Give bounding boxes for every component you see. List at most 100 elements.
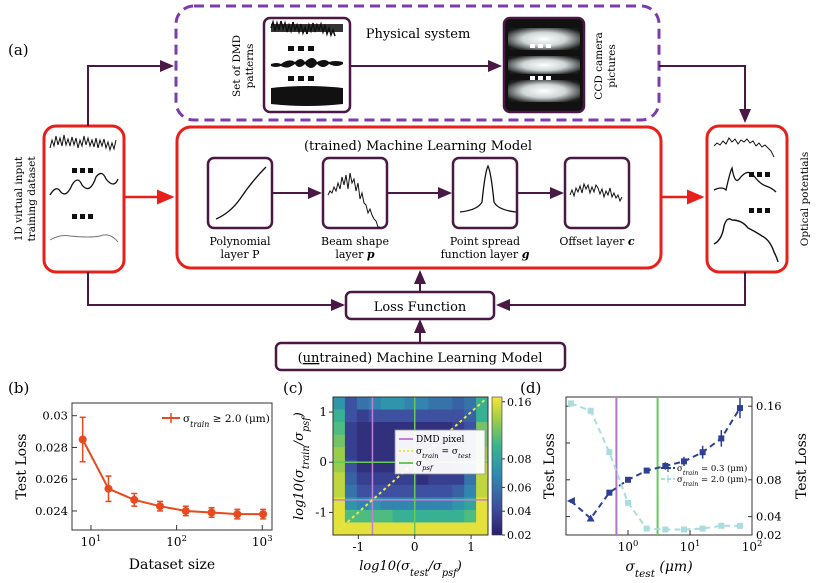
heatmap-cell xyxy=(452,409,465,423)
x-tick-label-c: 0 xyxy=(411,540,419,554)
loss-function-label: Loss Function xyxy=(374,300,467,315)
heatmap-cell xyxy=(476,472,489,486)
heatmap-cell xyxy=(392,409,406,423)
heatmap-cell xyxy=(380,497,394,511)
heatmap-cell xyxy=(404,522,417,536)
data-point-d xyxy=(606,489,613,496)
x-axis-label-d: σtest (μm) xyxy=(625,559,692,580)
heatmap-cell xyxy=(404,409,417,423)
data-point-d xyxy=(625,476,631,483)
heatmap-cell xyxy=(356,397,370,411)
psf-layer xyxy=(451,156,519,230)
heatmap-cell xyxy=(344,422,358,436)
heatmap-cell xyxy=(380,434,394,448)
heatmap-cell xyxy=(428,497,441,511)
heatmap-cell xyxy=(452,397,465,411)
heatmap-cell xyxy=(368,447,382,461)
layer-beam-line1: Beam shape xyxy=(321,235,389,248)
heatmap-cell xyxy=(368,522,382,536)
output-ellipsis-2 xyxy=(749,208,770,213)
heatmap-cell xyxy=(356,522,370,536)
heatmap-cell xyxy=(476,409,489,423)
heatmap-cell xyxy=(416,509,429,523)
heatmap-cell xyxy=(380,447,394,461)
layer-psf-line1: Point spread xyxy=(450,235,520,248)
dmd-patterns-thumbnail xyxy=(262,16,352,114)
series-line-b xyxy=(81,439,264,516)
heatmap-cell xyxy=(333,409,346,423)
heatmap-cell xyxy=(344,459,358,473)
heatmap-cell xyxy=(440,484,453,498)
heatmap-cell xyxy=(344,434,358,448)
heatmap-cell xyxy=(464,509,477,523)
heatmap-cell xyxy=(344,497,358,511)
heatmap-cell xyxy=(428,484,441,498)
heatmap-cell xyxy=(356,422,370,436)
heatmap-cell xyxy=(404,509,417,523)
y-tick-label-b: 0.024 xyxy=(35,504,68,518)
data-point-d xyxy=(643,467,650,474)
heatmap-cell xyxy=(356,434,370,448)
heatmap-cell xyxy=(464,522,477,536)
heatmap-cell xyxy=(380,472,394,486)
panel-label-d: (d) xyxy=(520,379,541,397)
arrow-physical-to-output xyxy=(659,65,751,123)
legend-label-b: σtrain ≥ 2.0 (μm) xyxy=(183,413,270,429)
data-point-b xyxy=(78,435,87,444)
legend-label-c: σpsf xyxy=(416,459,434,472)
plot-frame-c xyxy=(332,396,489,536)
y-tick-label-b: 0.028 xyxy=(35,440,68,454)
data-point-d xyxy=(625,499,631,506)
x-axis-label-b: Dataset size xyxy=(129,557,215,573)
heatmap-cell xyxy=(333,434,346,448)
y-axis-label-c: log10(σtrain/σpsf) xyxy=(292,412,312,520)
ml-model-title: (trained) Machine Learning Model xyxy=(304,139,532,154)
y-tick-label-c: 1 xyxy=(319,405,327,419)
heatmap-cell xyxy=(452,509,465,523)
heatmap-cell xyxy=(452,522,465,536)
heatmap-cell xyxy=(404,472,417,486)
dmd-label-line2: patterns xyxy=(244,44,256,89)
heatmap-cell xyxy=(356,472,370,486)
heatmap-cell xyxy=(344,522,358,536)
layer-psf-line2: function layer g xyxy=(441,248,530,261)
panel-label-c: (c) xyxy=(283,379,303,397)
heatmap-cell xyxy=(380,409,394,423)
heatmap-cell xyxy=(368,472,382,486)
heatmap-cell xyxy=(344,509,358,523)
legend-box-c xyxy=(394,429,486,475)
offset-layer xyxy=(563,156,631,230)
x-tick-label-b: 103 xyxy=(252,533,273,549)
y-axis-label-b: Test Loss xyxy=(14,434,30,500)
heatmap-cell xyxy=(333,484,346,498)
plot-frame-d xyxy=(565,396,753,536)
heatmap-cell xyxy=(380,509,394,523)
data-point-d xyxy=(736,405,743,412)
input-ellipsis-1 xyxy=(72,168,93,173)
heatmap-cell xyxy=(440,522,453,536)
heatmap-cell xyxy=(440,497,453,511)
heatmap-cell xyxy=(380,422,394,436)
heatmap-cell xyxy=(333,397,346,411)
layer-beam-line2: layer p xyxy=(335,248,375,261)
colorbar-tick-label: 0.02 xyxy=(507,529,532,542)
colorbar-tick-label: 0.16 xyxy=(507,396,532,409)
heatmap-cell xyxy=(333,459,346,473)
data-point-b xyxy=(130,495,139,504)
y-axis-label-right-d: Test Loss xyxy=(794,433,810,499)
data-point-d xyxy=(699,449,706,456)
heatmap-cell xyxy=(356,497,370,511)
heatmap-cell xyxy=(416,409,429,423)
untrained-model-label: (untrained) Machine Learning Model xyxy=(298,351,543,366)
data-point-d xyxy=(718,435,725,442)
beam-shape-layer xyxy=(321,156,389,230)
polynomial-layer xyxy=(206,156,274,230)
heatmap-cell xyxy=(392,497,406,511)
heatmap-cell xyxy=(344,397,358,411)
heatmap-cell xyxy=(344,484,358,498)
arrow-output-to-loss xyxy=(496,272,746,311)
heatmap-cell xyxy=(452,484,465,498)
heatmap-cell xyxy=(368,509,382,523)
heatmap-cell xyxy=(416,484,429,498)
heatmap-cell xyxy=(464,497,477,511)
